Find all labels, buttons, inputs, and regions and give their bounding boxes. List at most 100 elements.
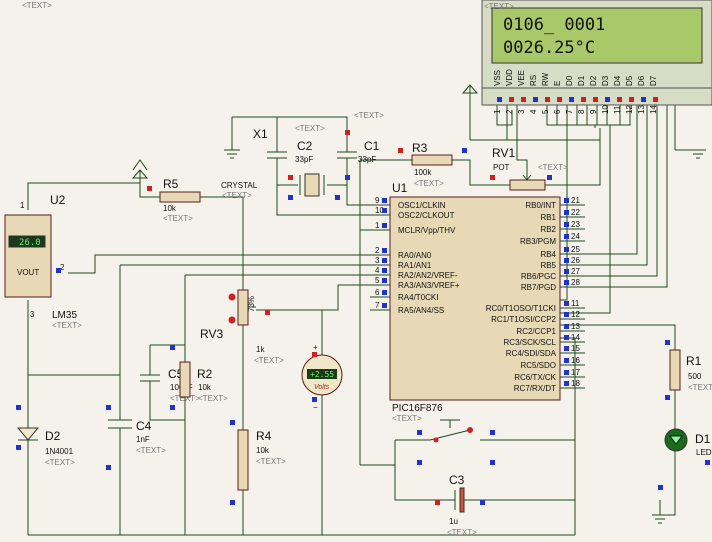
mcu-right-pin-name: RC4/SDI/SDA <box>506 349 557 358</box>
mcu-right-pin-num: 22 <box>571 208 580 217</box>
c1-ref: C1 <box>364 139 380 153</box>
rv3-probe-top <box>228 293 236 301</box>
capacitor-c3[interactable] <box>459 487 465 513</box>
mcu-right-pin-num: 27 <box>571 267 580 276</box>
lcd-pin-marker <box>581 97 586 102</box>
resistor-r1[interactable] <box>669 349 681 391</box>
c2-val: 33pF <box>295 155 313 164</box>
u2-ref: U2 <box>50 193 66 207</box>
c1-val: 33pF <box>358 155 376 164</box>
d2-ref: D2 <box>45 429 61 443</box>
lcd-pin-name: VSS <box>493 70 502 86</box>
capacitor-c4[interactable] <box>108 419 132 429</box>
mcu-right-pin-num: 24 <box>571 232 580 241</box>
diode-d2[interactable] <box>16 427 40 441</box>
lcd-pin-name: VEE <box>517 70 526 86</box>
lcd-pin-name: D5 <box>625 75 634 86</box>
capacitor-c2[interactable] <box>267 151 287 159</box>
mcu-left-pin-num: 10 <box>375 206 384 215</box>
lm35-readout: 26.0 <box>19 238 41 248</box>
r1-ref: R1 <box>686 354 702 368</box>
mcu-right-pin-marker <box>564 381 569 386</box>
r2-tag: <TEXT> <box>198 394 228 403</box>
r5-ref: R5 <box>163 177 179 191</box>
lm35-body[interactable] <box>4 214 52 298</box>
mcu-right-pin-num: 13 <box>571 322 580 331</box>
x1-part: CRYSTAL <box>221 181 258 190</box>
resistor-r3[interactable] <box>411 154 453 166</box>
mcu-left-pin-name: RA0/AN0 <box>398 251 432 260</box>
c4-ref: C4 <box>136 419 152 433</box>
mcu-right-pin-name: RC3/SCK/SCL <box>504 338 557 347</box>
resistor-r2[interactable] <box>179 361 191 398</box>
mcu-left-pin-marker <box>382 248 387 253</box>
lcd-pin-number: 9 <box>589 109 598 114</box>
resistor-r4[interactable] <box>237 429 249 491</box>
crystal-x1[interactable] <box>304 173 320 197</box>
r2-ref: R2 <box>197 367 213 381</box>
lcd-pin-number: 10 <box>601 105 610 114</box>
mcu-left-pin-num: 6 <box>375 288 380 297</box>
mcu-left-pin-num: 9 <box>375 196 380 205</box>
mcu-right-pin-marker <box>564 346 569 351</box>
lcd-pin-name: RW <box>541 72 550 86</box>
mcu-left-pin-num: 1 <box>375 221 380 230</box>
mcu-right-pin-num: 12 <box>571 310 580 319</box>
mcu-right-pin-name: RB0/INT <box>525 201 556 210</box>
mcu-right-pin-name: RC6/TX/CK <box>514 373 556 382</box>
push-button[interactable] <box>429 419 471 441</box>
voltmeter-unit: Volts <box>314 384 330 391</box>
mcu-body[interactable] <box>389 196 561 401</box>
lcd-text-tag: <TEXT> <box>484 2 514 11</box>
mcu-right-pin-marker <box>564 358 569 363</box>
lcd-pin-marker <box>653 97 658 102</box>
lcd-pin-name: D2 <box>589 75 598 86</box>
lcd-pin-number: 8 <box>577 109 586 114</box>
lcd-pin-name: VDD <box>505 69 514 86</box>
u2-part: LM35 <box>52 310 77 321</box>
mcu-right-pin-name: RC1/T1OSI/CCP2 <box>491 315 556 324</box>
mcu-left-pin-num: 7 <box>375 301 380 310</box>
mcu-right-pin-marker <box>564 222 569 227</box>
d1-ref: D1 <box>695 432 711 446</box>
mcu-right-pin-name: RB1 <box>540 213 556 222</box>
resistor-r5[interactable] <box>159 191 201 203</box>
mcu-right-pin-name: RC2/CCP1 <box>516 327 556 336</box>
lcd-pin-number: 5 <box>541 109 550 114</box>
lcd-pin-marker <box>569 97 574 102</box>
r5-val: 10k <box>163 204 177 213</box>
lcd-pin-name: RS <box>529 75 538 86</box>
mcu-left-pin-name: RA1/AN1 <box>398 261 432 270</box>
lcd-pin-name: D7 <box>649 75 658 86</box>
lcd-pin-marker <box>509 97 514 102</box>
lcd-pin-marker <box>557 97 562 102</box>
mcu-right-pin-name: RB4 <box>540 250 556 259</box>
mcu-right-pin-name: RB6/PGC <box>521 272 556 281</box>
r2-val: 10k <box>198 383 212 392</box>
mcu-right-pin-marker <box>564 280 569 285</box>
r3-ref: R3 <box>412 141 428 155</box>
mcu-left-pin-marker <box>382 223 387 228</box>
mcu-right-pin-marker <box>564 301 569 306</box>
mcu-right-pin-num: 28 <box>571 278 580 287</box>
r4-val: 10k <box>256 446 270 455</box>
mcu-left-pin-name: RA5/AN4/SS <box>398 306 444 315</box>
capacitor-c1[interactable] <box>337 151 357 159</box>
mcu-right-pin-marker <box>564 247 569 252</box>
voltmeter-plus: + <box>313 343 318 352</box>
x1-tag: <TEXT> <box>222 191 252 200</box>
lcd-pin-name: D1 <box>577 75 586 86</box>
rv1-ref: RV1 <box>492 146 515 160</box>
r5-tag: <TEXT> <box>163 214 193 223</box>
mcu-right-pin-num: 26 <box>571 256 580 265</box>
rv3-probe-bottom <box>228 316 236 324</box>
mcu-left-pin-marker <box>382 268 387 273</box>
potentiometer-rv1[interactable] <box>509 179 546 191</box>
capacitor-c5[interactable] <box>140 374 160 382</box>
lcd-pin-name: E <box>553 81 562 86</box>
mcu-left-pin-marker <box>382 278 387 283</box>
lcd-pin-number: 12 <box>625 105 634 114</box>
u2-pin2: 2 <box>60 263 65 272</box>
lcd-pin-name: D0 <box>565 75 574 86</box>
voltmeter-minus: − <box>313 403 318 412</box>
